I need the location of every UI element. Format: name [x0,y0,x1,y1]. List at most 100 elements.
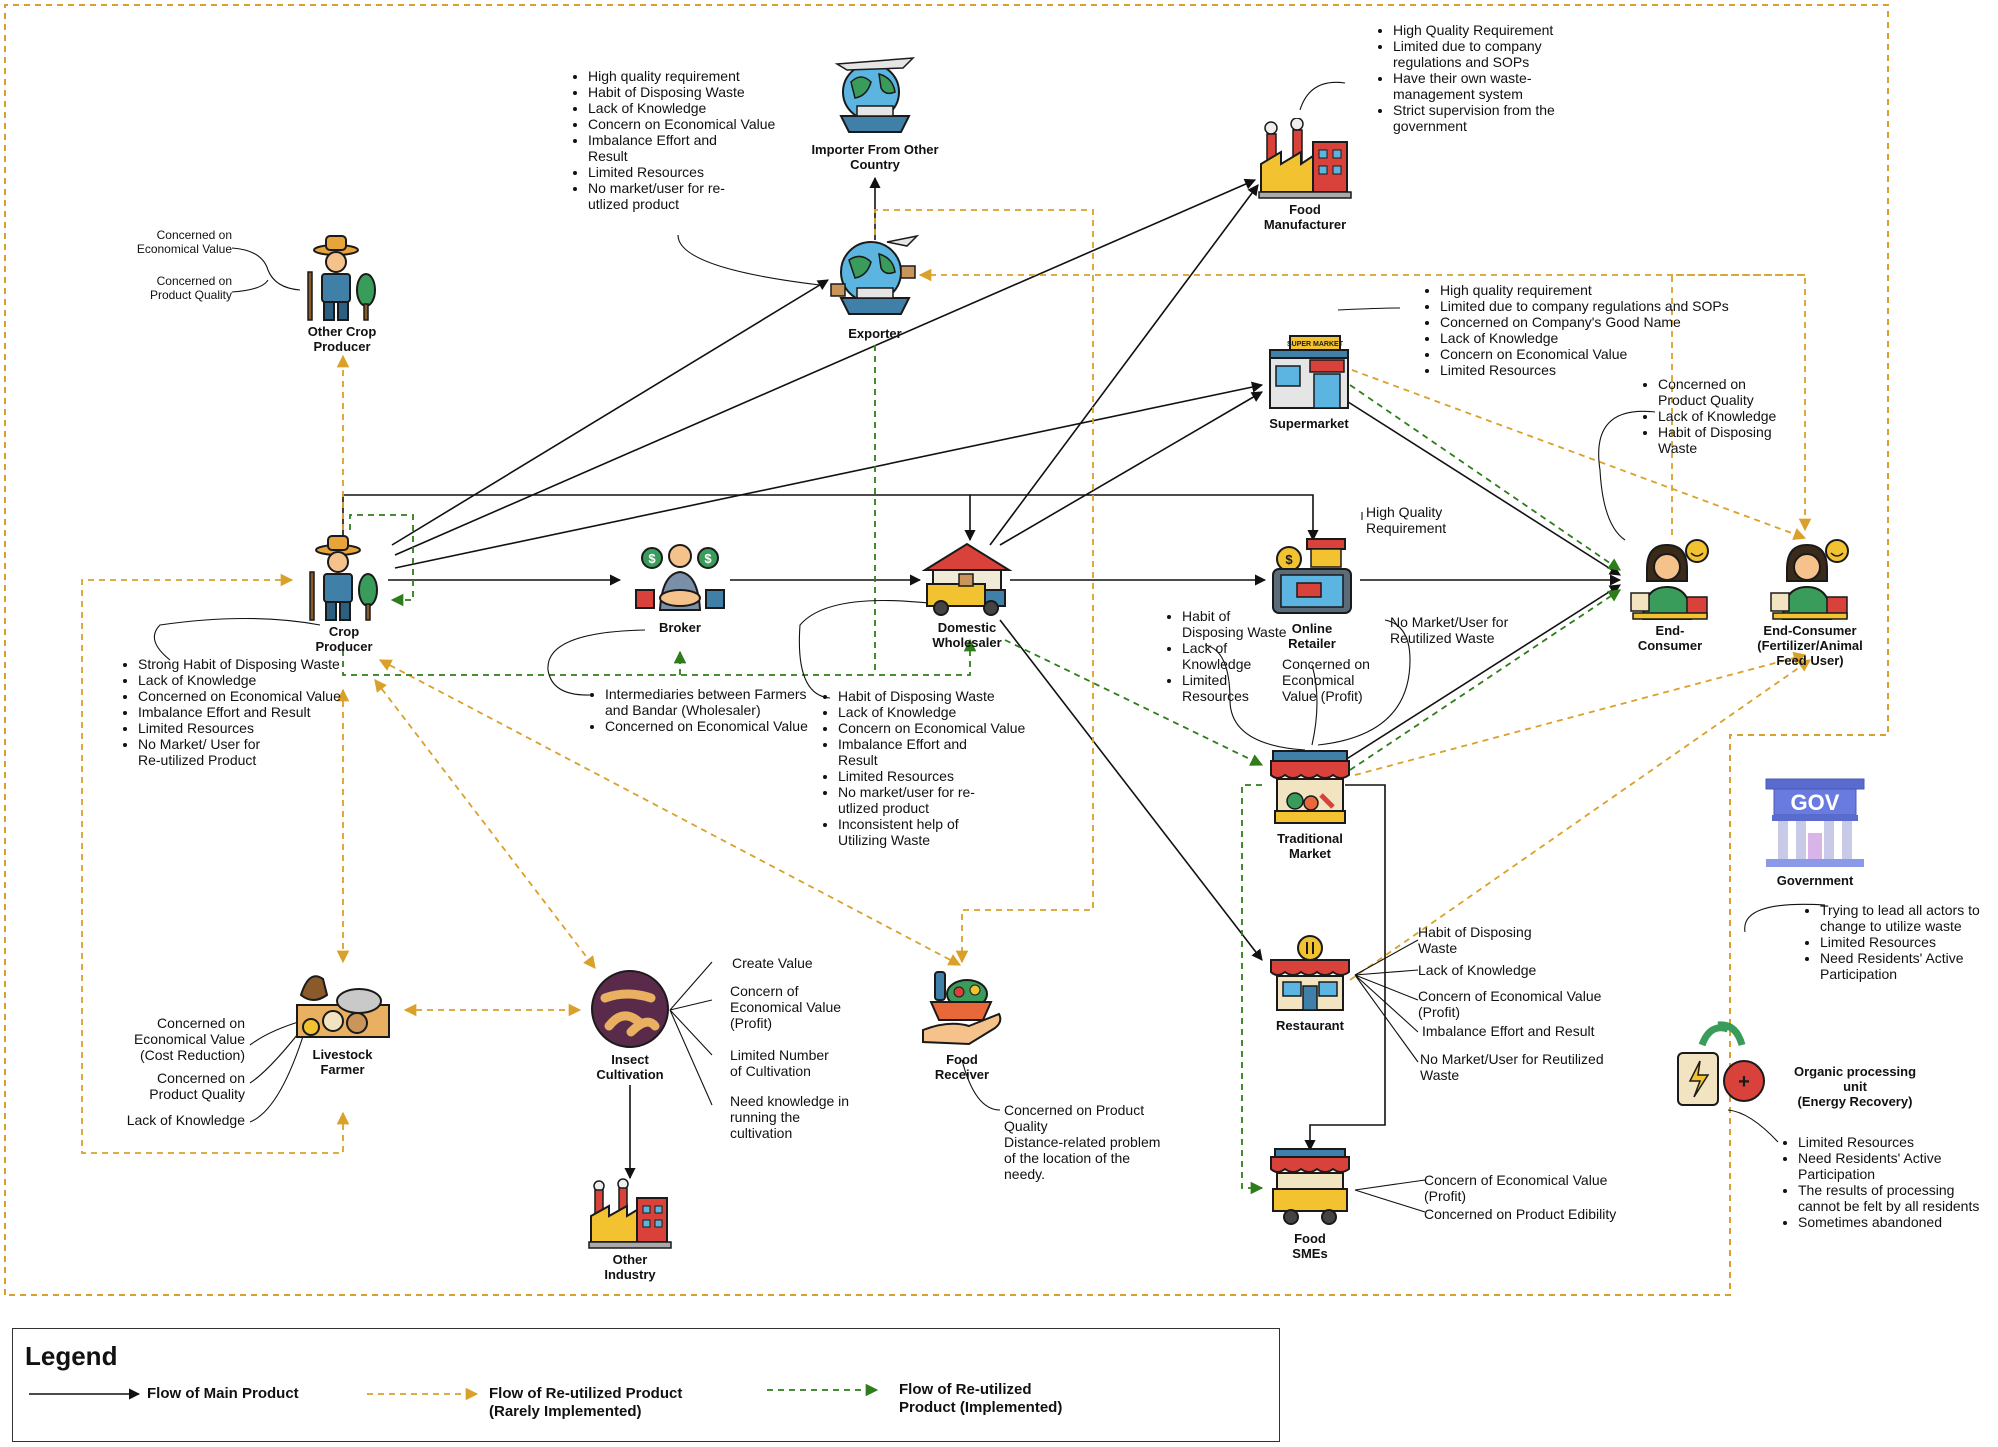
node-label: Other Crop Producer [307,324,377,354]
note-item: Imbalance Effort and Result [138,704,358,720]
note-restaurant-2: Lack of Knowledge [1418,962,1537,978]
online-shop-icon: $ [1272,538,1352,614]
node-broker[interactable]: $ $ Broker [628,540,732,635]
notes-supermarket: High quality requirement Limited due to … [1420,282,1780,378]
node-label: Restaurant [1276,1018,1344,1033]
node-domestic-wholesaler[interactable]: Domestic Wholesaler [912,540,1022,650]
flow-market-right-bus [1304,784,1386,1152]
globe-ship-icon [830,234,920,315]
node-organic-icon[interactable]: + [1672,1015,1772,1111]
note-item: Inconsistent help of Utilizing Waste [838,816,1003,848]
node-label: Food SMEs [1292,1231,1328,1261]
supermarket-icon: SUPER MARKET [1269,335,1349,409]
legend-implemented-line [767,1383,879,1397]
handshake-icon: $ $ [635,544,725,611]
note-item: High Quality Requirement [1393,22,1598,38]
node-label: Exporter [848,326,902,341]
connector-market-right [1317,619,1411,746]
note-item: Limited due to company regulations and S… [1393,38,1598,70]
svg-text:$: $ [704,551,712,566]
connector-market-mid [1311,664,1318,746]
food-cart-icon [1270,1148,1350,1225]
connector-smes [1354,1179,1426,1213]
connector-gov [1744,903,1826,933]
restaurant-icon [1270,935,1350,1011]
government-building-icon: GOV [1765,778,1865,867]
rare-livestock-loop [81,573,350,1154]
note-item: No market/user for re-utlized product [838,784,1003,816]
node-restaurant[interactable]: Restaurant [1260,932,1360,1033]
recycle-battery-icon: + [1677,1021,1765,1106]
node-end-consumer-fertilizer[interactable]: End-Consumer (Fertilizer/Animal Feed Use… [1740,535,1880,668]
node-livestock-farmer[interactable]: Livestock Farmer [290,965,395,1077]
note-item: Concern on Economical Value [1440,346,1780,362]
connector-organic [1727,1109,1779,1143]
node-other-industry[interactable]: Other Industry [580,1178,680,1282]
note-insect-3: Limited Number of Cultivation [730,1047,829,1079]
node-other-crop-producer[interactable]: Other Crop Producer [290,232,394,354]
consumer-icon [1630,539,1709,620]
note-item: Need Residents' Active Participation [1820,950,1998,982]
flow-wholesaler-to-supermarket [999,391,1263,546]
svg-text:SUPER MARKET: SUPER MARKET [1287,341,1344,348]
note-item: Need Residents' Active Participation [1798,1150,1998,1182]
larvae-icon [591,970,669,1048]
node-insect-cultivation[interactable]: Insect Cultivation [580,968,680,1082]
node-importer[interactable]: Importer From Other Country [795,52,955,172]
note-food-receiver: Concerned on Product Quality Distance-re… [1004,1102,1161,1182]
node-online-retailer[interactable]: $ Online Retailer [1262,535,1362,651]
node-label: Broker [659,620,701,635]
node-food-receiver[interactable]: Food Receiver [912,968,1012,1082]
node-government[interactable]: GOV Government [1745,775,1885,888]
node-label: Traditional Market [1277,831,1343,861]
note-smes-1: Concern of Economical Value (Profit) [1424,1172,1608,1204]
svg-text:$: $ [1285,552,1293,567]
node-food-manufacturer[interactable]: Food Manufacturer [1250,118,1360,232]
node-crop-producer[interactable]: Crop Producer [292,532,396,654]
node-label: End-Consumer (Fertilizer/Animal Feed Use… [1757,623,1863,668]
note-item: Sometimes abandoned [1798,1214,1998,1230]
note-item: Concern on Economical Value [838,720,1053,736]
node-end-consumer[interactable]: End- Consumer [1620,535,1720,653]
connector-manufacturer [1299,81,1346,111]
note-item: High quality requirement [588,68,818,84]
note-item: Lack of Knowledge [838,704,1053,720]
node-organic-processing-unit[interactable]: Organic processing unit (Energy Recovery… [1790,1062,1920,1109]
connector-insect [669,961,713,1106]
note-item: Imbalance Effort and Result [588,132,748,164]
svg-text:$: $ [648,551,656,566]
market-stall-icon [1270,750,1350,824]
note-item: Lack of Knowledge [138,672,358,688]
note-restaurant-3: Concern of Economical Value (Profit) [1418,988,1602,1020]
note-restaurant-1: Habit of Disposing Waste [1418,924,1532,956]
node-traditional-market[interactable]: Traditional Market [1262,745,1358,861]
node-label: Government [1776,873,1854,888]
note-item: Lack of Knowledge [588,100,818,116]
legend: Legend Flow of Main Product Flow of Re-u… [12,1328,1280,1442]
note-item: Strong Habit of Disposing Waste [138,656,358,672]
flow-wholesaler-to-manufacturer [989,184,1259,546]
node-label: Crop Producer [315,624,373,654]
connector-end-consumer [1598,410,1656,541]
node-exporter[interactable]: Exporter [822,232,928,341]
impl-crop-self-loop [349,514,414,607]
note-item: No market/user for re-utlized product [588,180,758,212]
connector-other-crop-2 [231,279,269,293]
node-label: End- Consumer [1637,623,1703,653]
note-item: Limited Resources [1182,672,1287,704]
factory-icon [588,1178,672,1249]
svg-text:+: + [1738,1071,1750,1093]
rare-crop-to-insect [374,678,596,970]
node-label: Online Retailer [1288,621,1336,651]
note-item: Concern on Economical Value [588,116,818,132]
note-item: Strict supervision from the government [1393,102,1598,134]
notes-crop-producer: Strong Habit of Disposing Waste Lack of … [118,656,358,768]
note-livestock-3: Lack of Knowledge [126,1112,245,1128]
note-livestock-2: Concerned on Product Quality [149,1070,245,1102]
food-donation-icon [922,971,1002,1046]
node-food-smes[interactable]: Food SMEs [1260,1145,1360,1261]
note-item: High quality requirement [1440,282,1780,298]
note-other-crop-quality: Concerned on Product Quality [149,274,232,302]
rare-market-to-fert [1354,651,1807,776]
node-supermarket[interactable]: SUPER MARKET Supermarket [1258,330,1360,431]
